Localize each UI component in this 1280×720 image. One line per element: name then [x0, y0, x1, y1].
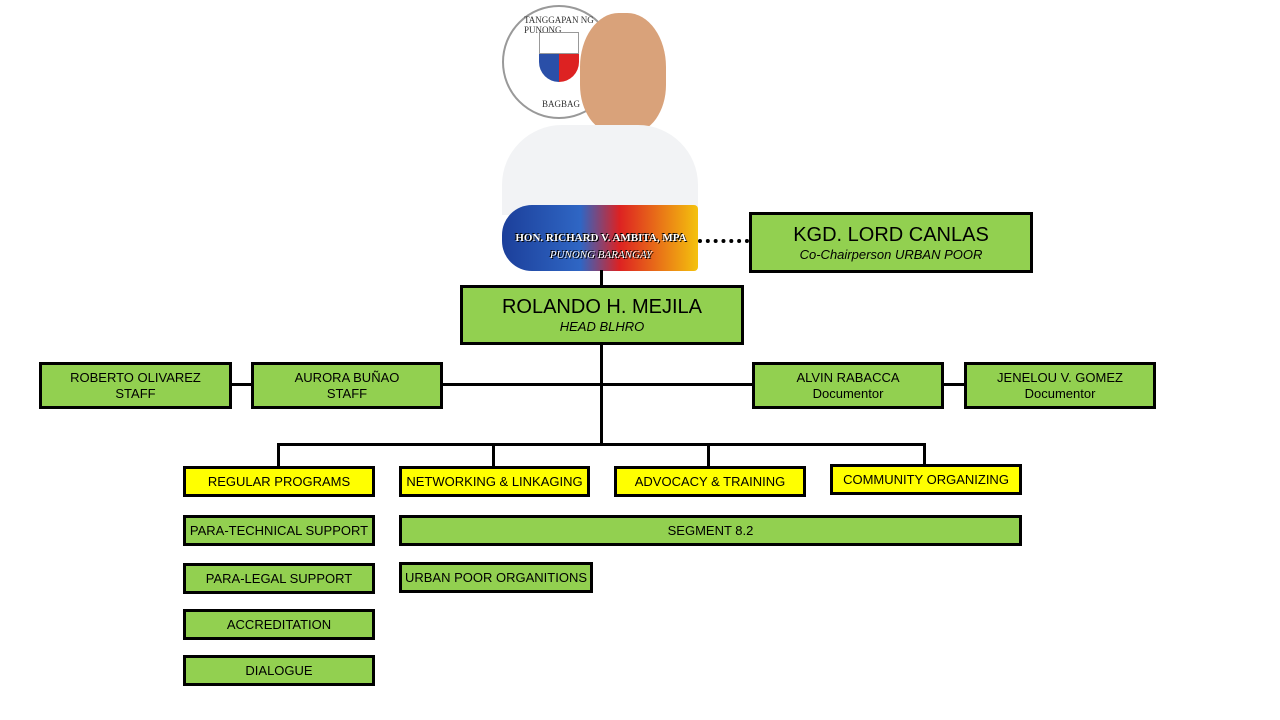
staff-name: ALVIN RABACCA [796, 369, 900, 385]
connector [231, 383, 252, 386]
portrait-shirt [502, 125, 698, 215]
staff-name: JENELOU V. GOMEZ [997, 369, 1123, 385]
seal-bottom-text: BAGBAG [542, 99, 581, 109]
connector [600, 270, 603, 286]
connector [277, 443, 926, 446]
program-networking: NETWORKING & LINKAGING [399, 466, 590, 497]
captain-name: HON. RICHARD V. AMBITA, MPA [515, 232, 687, 244]
head-box: ROLANDO H. MEJILA HEAD BLHRO [460, 285, 744, 345]
segment-box: SEGMENT 8.2 [399, 515, 1022, 546]
connector [600, 344, 603, 445]
regular-item: PARA-TECHNICAL SUPPORT [183, 515, 375, 546]
connector [277, 443, 280, 467]
staff-role: STAFF [115, 385, 156, 401]
connector [492, 443, 495, 467]
connector [923, 443, 926, 465]
program-advocacy: ADVOCACY & TRAINING [614, 466, 806, 497]
captain-title: PUNONG BARANGAY [549, 249, 653, 261]
seal-text: TANGGAPAN NG PUNONG [524, 15, 594, 35]
cochair-box: KGD. LORD CANLAS Co-Chairperson URBAN PO… [749, 212, 1033, 273]
cochair-name: KGD. LORD CANLAS [793, 223, 989, 246]
staff-name: AURORA BUÑAO [294, 369, 400, 385]
head-name: ROLANDO H. MEJILA [501, 296, 703, 318]
staff-role: STAFF [326, 385, 368, 401]
portrait [580, 13, 666, 133]
program-regular: REGULAR PROGRAMS [183, 466, 375, 497]
connector [943, 383, 965, 386]
punong-barangay-photo: TANGGAPAN NG PUNONG BAGBAG HON. RICHARD … [502, 5, 698, 271]
regular-item: ACCREDITATION [183, 609, 375, 640]
staff-role: Documentor [812, 385, 884, 401]
connector [442, 383, 753, 386]
dotted-connector [698, 239, 749, 243]
name-banner [502, 205, 698, 271]
head-role: HEAD BLHRO [559, 319, 645, 334]
regular-item: PARA-LEGAL SUPPORT [183, 563, 375, 594]
program-community: COMMUNITY ORGANIZING [830, 464, 1022, 495]
regular-item: DIALOGUE [183, 655, 375, 686]
staff-role: Documentor [1024, 385, 1096, 401]
connector [707, 443, 710, 467]
urban-poor-box: URBAN POOR ORGANITIONS [399, 562, 593, 593]
staff-name: ROBERTO OLIVAREZ [70, 369, 201, 385]
cochair-role: Co-Chairperson URBAN POOR [799, 246, 983, 262]
